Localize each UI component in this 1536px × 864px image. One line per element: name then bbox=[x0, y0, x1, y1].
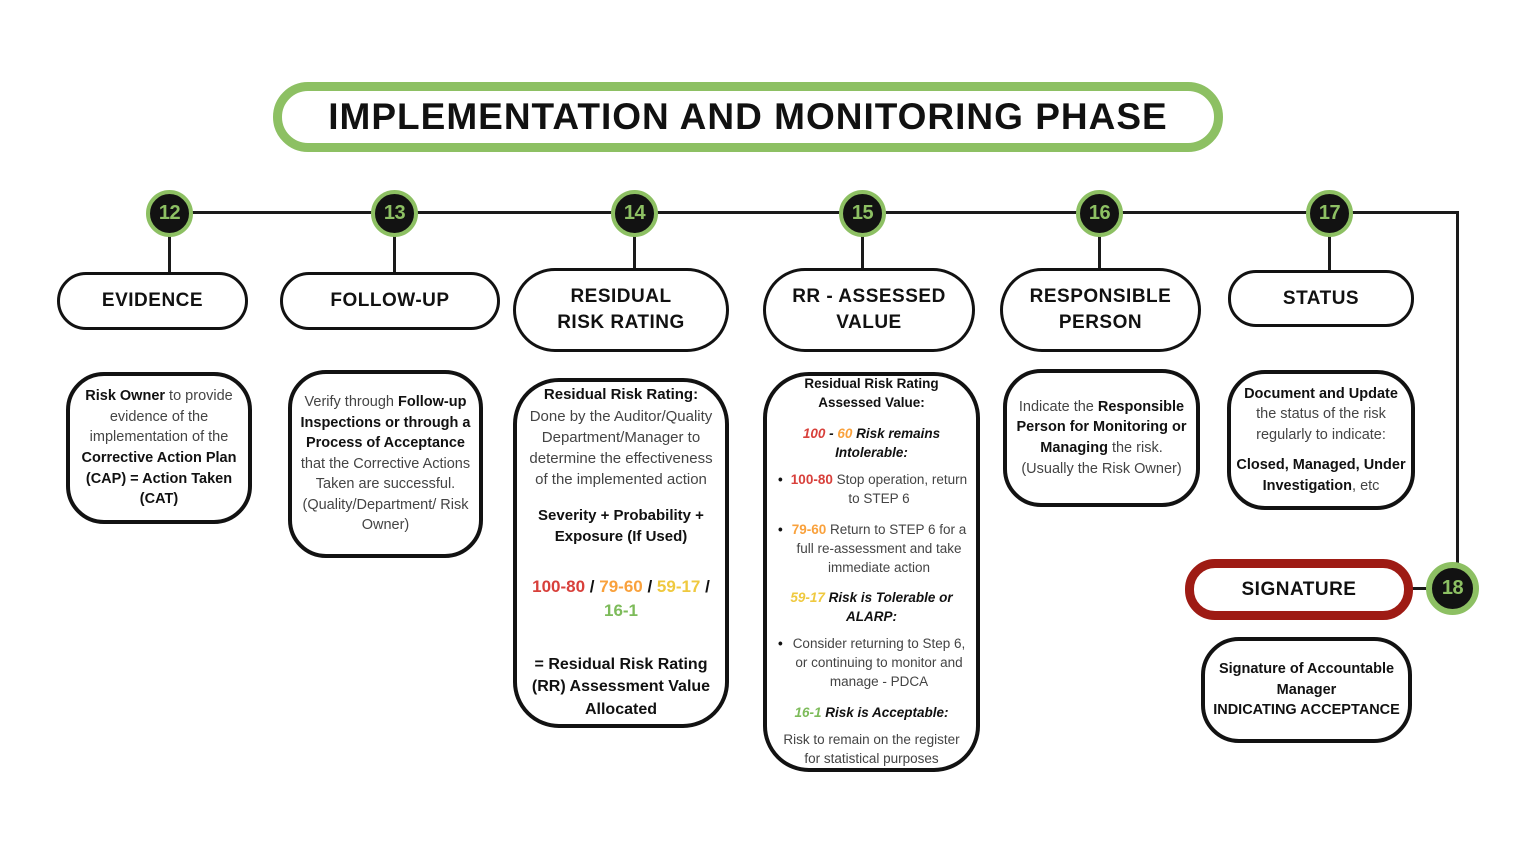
step-12-title: EVIDENCE bbox=[101, 290, 204, 312]
signature-title-box: SIGNATURE bbox=[1185, 559, 1413, 620]
signature-title: SIGNATURE bbox=[1241, 578, 1357, 600]
step-17-title-box: STATUS bbox=[1228, 270, 1414, 327]
step-14-description: Residual Risk Rating:Done by the Auditor… bbox=[529, 386, 713, 719]
phase-title-banner: IMPLEMENTATION AND MONITORING PHASE bbox=[273, 82, 1223, 152]
connector-step-13 bbox=[393, 233, 396, 272]
step-16-number: 16 bbox=[1088, 202, 1111, 224]
step-17-title: STATUS bbox=[1282, 287, 1360, 309]
step-12-description-box: Risk Owner to provide evidence of the im… bbox=[66, 372, 252, 524]
step-17-badge: 17 bbox=[1306, 190, 1353, 237]
connector-step-12 bbox=[168, 233, 171, 272]
step-16-title: RESPONSIBLE PERSON bbox=[1029, 286, 1172, 333]
step-17-description: Document and Update the status of the ri… bbox=[1236, 385, 1406, 494]
step-12-number: 12 bbox=[158, 202, 181, 224]
right-vertical-line bbox=[1456, 211, 1459, 566]
step-15-number: 15 bbox=[851, 202, 874, 224]
step-13-number: 13 bbox=[383, 202, 406, 224]
step-14-title-box: RESIDUAL RISK RATING bbox=[513, 268, 729, 352]
step-16-description: Indicate the Responsible Person for Moni… bbox=[1016, 398, 1187, 477]
step-13-description-box: Verify through Follow-up Inspections or … bbox=[288, 370, 483, 558]
step-15-title-box: RR - ASSESSED VALUE bbox=[763, 268, 975, 352]
step-13-badge: 13 bbox=[371, 190, 418, 237]
step-15-badge: 15 bbox=[839, 190, 886, 237]
step-13-title-box: FOLLOW-UP bbox=[280, 272, 500, 330]
step-15-title: RR - ASSESSED VALUE bbox=[792, 286, 946, 333]
step-13-title: FOLLOW-UP bbox=[330, 290, 450, 312]
connector-step-16 bbox=[1098, 233, 1101, 268]
step-16-description-box: Indicate the Responsible Person for Moni… bbox=[1003, 369, 1200, 507]
step-12-badge: 12 bbox=[146, 190, 193, 237]
step-13-description: Verify through Follow-up Inspections or … bbox=[300, 393, 471, 534]
connector-signature bbox=[1410, 587, 1430, 590]
step-16-title-box: RESPONSIBLE PERSON bbox=[1000, 268, 1201, 352]
step-17-description-box: Document and Update the status of the ri… bbox=[1227, 370, 1415, 510]
step-18-number: 18 bbox=[1441, 577, 1464, 599]
step-14-description-box: Residual Risk Rating:Done by the Auditor… bbox=[513, 378, 729, 728]
main-horizontal-line bbox=[170, 211, 1459, 214]
step-12-title-box: EVIDENCE bbox=[57, 272, 248, 330]
connector-step-15 bbox=[861, 233, 864, 268]
step-15-description-box: Residual Risk Rating Assessed Value:100 … bbox=[763, 372, 980, 772]
step-16-badge: 16 bbox=[1076, 190, 1123, 237]
phase-title: IMPLEMENTATION AND MONITORING PHASE bbox=[328, 96, 1168, 137]
step-14-number: 14 bbox=[623, 202, 646, 224]
step-18-badge: 18 bbox=[1426, 562, 1479, 615]
step-17-number: 17 bbox=[1318, 202, 1341, 224]
connector-step-14 bbox=[633, 233, 636, 268]
step-15-description: Residual Risk Rating Assessed Value:100 … bbox=[775, 375, 968, 768]
step-12-description: Risk Owner to provide evidence of the im… bbox=[81, 388, 237, 508]
connector-step-17 bbox=[1328, 233, 1331, 270]
step-14-title: RESIDUAL RISK RATING bbox=[557, 286, 685, 333]
step-14-badge: 14 bbox=[611, 190, 658, 237]
